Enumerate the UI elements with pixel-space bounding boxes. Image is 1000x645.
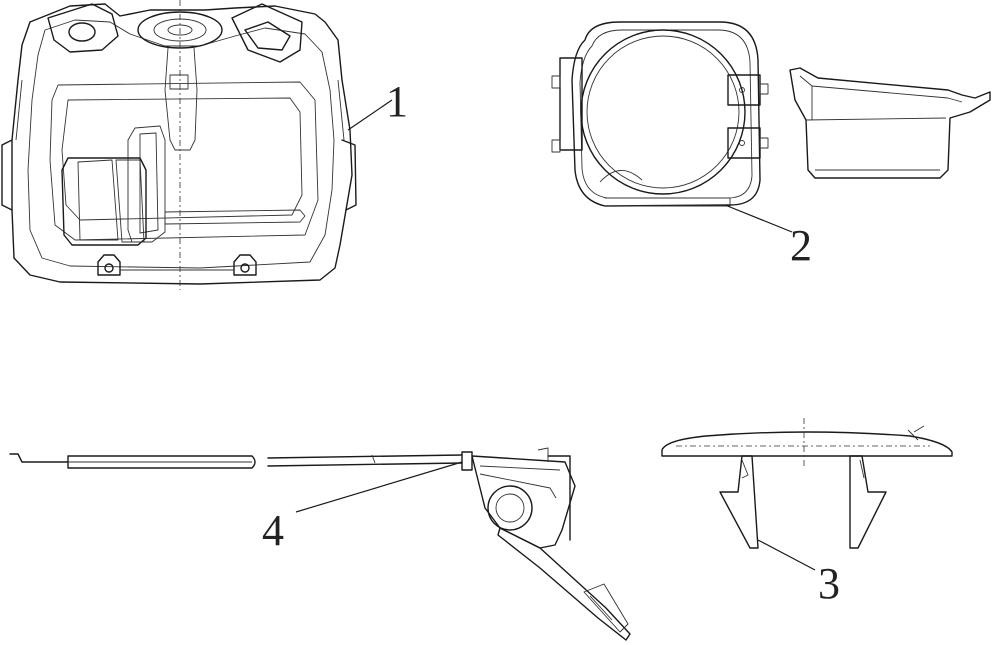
callout-2: 2 — [790, 221, 812, 270]
callout-1: 1 — [386, 77, 408, 126]
part-3-clip — [661, 418, 953, 549]
part-2-duct — [551, 21, 991, 207]
leader-2 — [724, 204, 793, 233]
leader-1 — [347, 99, 393, 131]
part-1-housing — [1, 0, 357, 290]
callout-4: 4 — [262, 506, 284, 555]
callout-3: 3 — [818, 559, 840, 608]
part-4-lever-cable — [9, 447, 631, 641]
leader-4 — [295, 461, 463, 513]
leader-3 — [757, 539, 816, 571]
